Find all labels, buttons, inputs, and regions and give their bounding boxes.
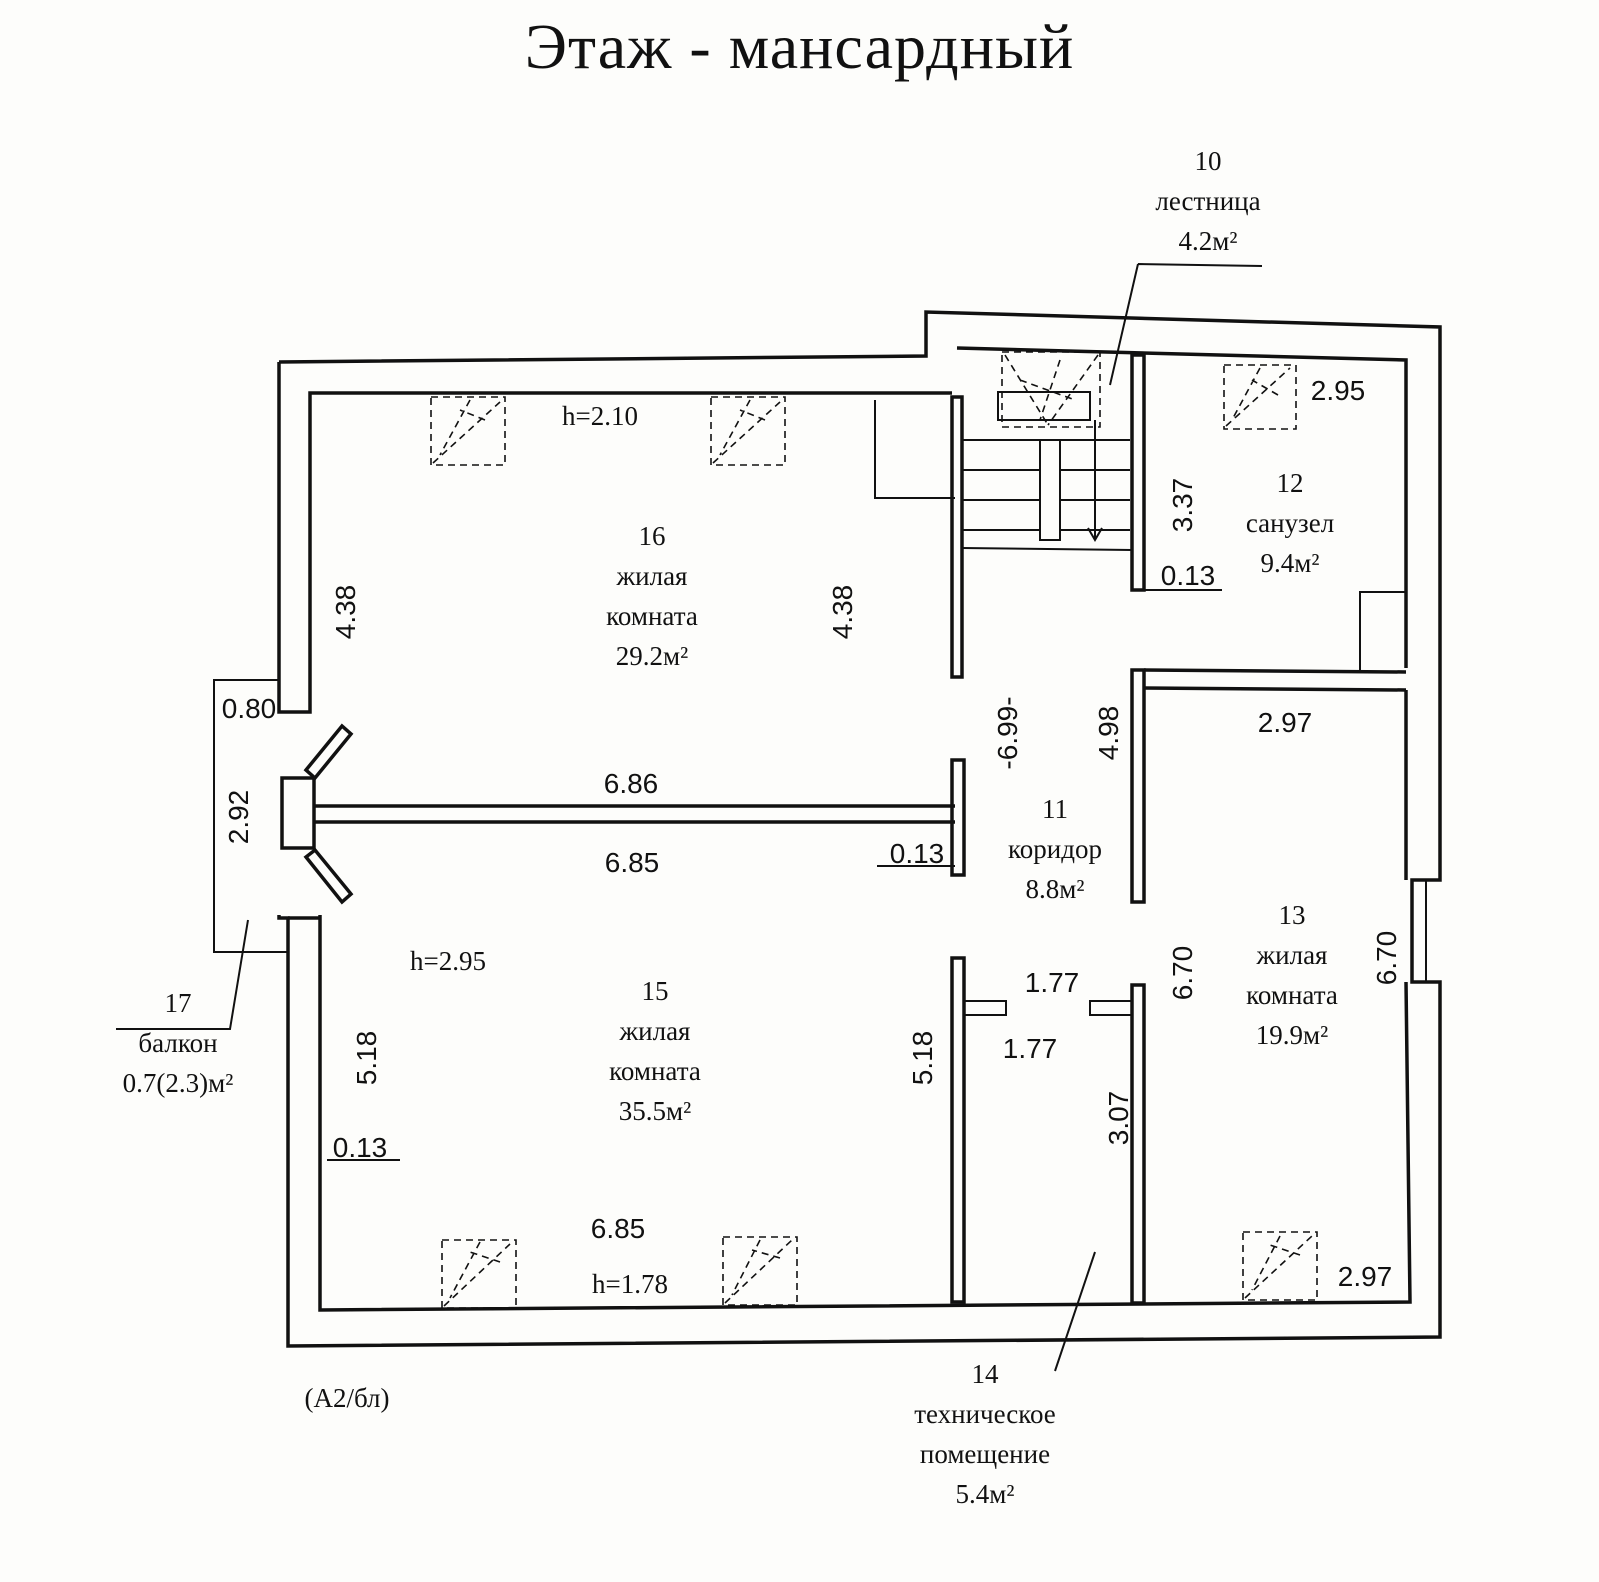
roof-window-icon bbox=[441, 1239, 517, 1309]
room-14-area: 5.4м² bbox=[956, 1479, 1015, 1509]
balcony-outline bbox=[213, 679, 354, 953]
room-15-name-2: комната bbox=[609, 1056, 701, 1086]
room-15-area: 35.5м² bbox=[619, 1096, 691, 1126]
dim-partition: 0.13 bbox=[890, 838, 945, 869]
dim-balcony: 2.92 bbox=[223, 790, 254, 845]
ceiling-heights: h=2.10 h=2.95 h=1.78 bbox=[410, 401, 668, 1299]
room-16-number: 16 bbox=[639, 521, 666, 551]
room-12-number: 12 bbox=[1277, 468, 1304, 498]
dim-14-vert: 3.07 bbox=[1103, 1091, 1134, 1146]
dim-15-right: 5.18 bbox=[907, 1031, 938, 1086]
room-12-area: 9.4м² bbox=[1261, 548, 1320, 578]
room-13-number: 13 bbox=[1279, 900, 1306, 930]
dim-16-left: 4.38 bbox=[330, 585, 361, 640]
room-11-number: 11 bbox=[1042, 794, 1068, 824]
roof-window-icon bbox=[1242, 1231, 1318, 1301]
room-10-area: 4.2м² bbox=[1179, 226, 1238, 256]
dim-corridor-side: 4.98 bbox=[1093, 706, 1124, 761]
room-17-area: 0.7(2.3)м² bbox=[123, 1068, 234, 1098]
room-15-name-1: жилая bbox=[619, 1016, 691, 1046]
dim-corridor: -6.99- bbox=[992, 696, 1023, 769]
roof-window-icon bbox=[1001, 351, 1101, 428]
staircase bbox=[961, 391, 1133, 551]
room-17-name: балкон bbox=[138, 1028, 217, 1058]
dim-12-vert: 3.37 bbox=[1167, 478, 1198, 533]
dim-14-mid: 1.77 bbox=[1003, 1033, 1058, 1064]
room-13-name-1: жилая bbox=[1256, 940, 1328, 970]
room-10-name: лестница bbox=[1155, 186, 1260, 216]
height-room-16: h=2.10 bbox=[562, 401, 638, 431]
room-labels: 10 лестница 4.2м² 11 коридор 8.8м² 12 са… bbox=[123, 146, 1338, 1509]
dim-16-right: 4.38 bbox=[827, 585, 858, 640]
room-14-name-2: помещение bbox=[920, 1439, 1050, 1469]
dim-13-left: 6.70 bbox=[1167, 946, 1198, 1001]
stamp-label: (А2/бл) bbox=[304, 1383, 389, 1413]
dim-15-bottom: 6.85 bbox=[591, 1213, 646, 1244]
dim-13-bottom: 2.97 bbox=[1338, 1261, 1393, 1292]
room-13-name-2: комната bbox=[1246, 980, 1338, 1010]
room-16-name-2: комната bbox=[606, 601, 698, 631]
leader-lines bbox=[116, 263, 1263, 1372]
dim-15-wall: 0.13 bbox=[333, 1132, 388, 1163]
page-title: Этаж - мансардный bbox=[524, 11, 1075, 82]
room-10-number: 10 bbox=[1195, 146, 1222, 176]
height-room-15-bottom: h=1.78 bbox=[592, 1269, 668, 1299]
room-15-number: 15 bbox=[642, 976, 669, 1006]
interior-walls bbox=[314, 353, 1407, 1305]
dimension-labels: 2.95 0.13 0.80 2.97 6.86 6.85 0.13 1.77 … bbox=[222, 375, 1393, 1292]
dim-13-right: 6.70 bbox=[1371, 931, 1402, 986]
room-11-name: коридор bbox=[1008, 834, 1102, 864]
room-16-area: 29.2м² bbox=[616, 641, 688, 671]
roof-window-icon bbox=[710, 396, 786, 466]
room-12-name: санузел bbox=[1246, 508, 1334, 538]
height-room-15-top: h=2.95 bbox=[410, 946, 486, 976]
dim-13-top: 2.97 bbox=[1258, 707, 1313, 738]
dim-16-bottom: 6.86 bbox=[604, 768, 659, 799]
dim-balcony-gap: 0.80 bbox=[222, 693, 277, 724]
vertical-dimension-labels: 3.37 4.38 4.38 2.92 -6.99- 4.98 6.70 6.7… bbox=[223, 478, 1402, 1146]
dim-15-top: 6.85 bbox=[605, 847, 660, 878]
room-13-area: 19.9м² bbox=[1256, 1020, 1328, 1050]
dim-15-left: 5.18 bbox=[351, 1031, 382, 1086]
dim-12-right: 2.95 bbox=[1311, 375, 1366, 406]
room-11-area: 8.8м² bbox=[1026, 874, 1085, 904]
outer-wall bbox=[277, 310, 1442, 1348]
room-17-number: 17 bbox=[165, 988, 192, 1018]
roof-window-icon bbox=[722, 1236, 798, 1306]
dim-12-wall: 0.13 bbox=[1161, 560, 1216, 591]
roof-window-icon bbox=[1223, 364, 1297, 430]
room-16-name-1: жилая bbox=[616, 561, 688, 591]
room-14-number: 14 bbox=[972, 1359, 1000, 1389]
room-14-name-1: техническое bbox=[914, 1399, 1056, 1429]
roof-window-icon bbox=[430, 396, 506, 466]
dim-14-top: 1.77 bbox=[1025, 967, 1080, 998]
roof-windows bbox=[430, 351, 1318, 1309]
